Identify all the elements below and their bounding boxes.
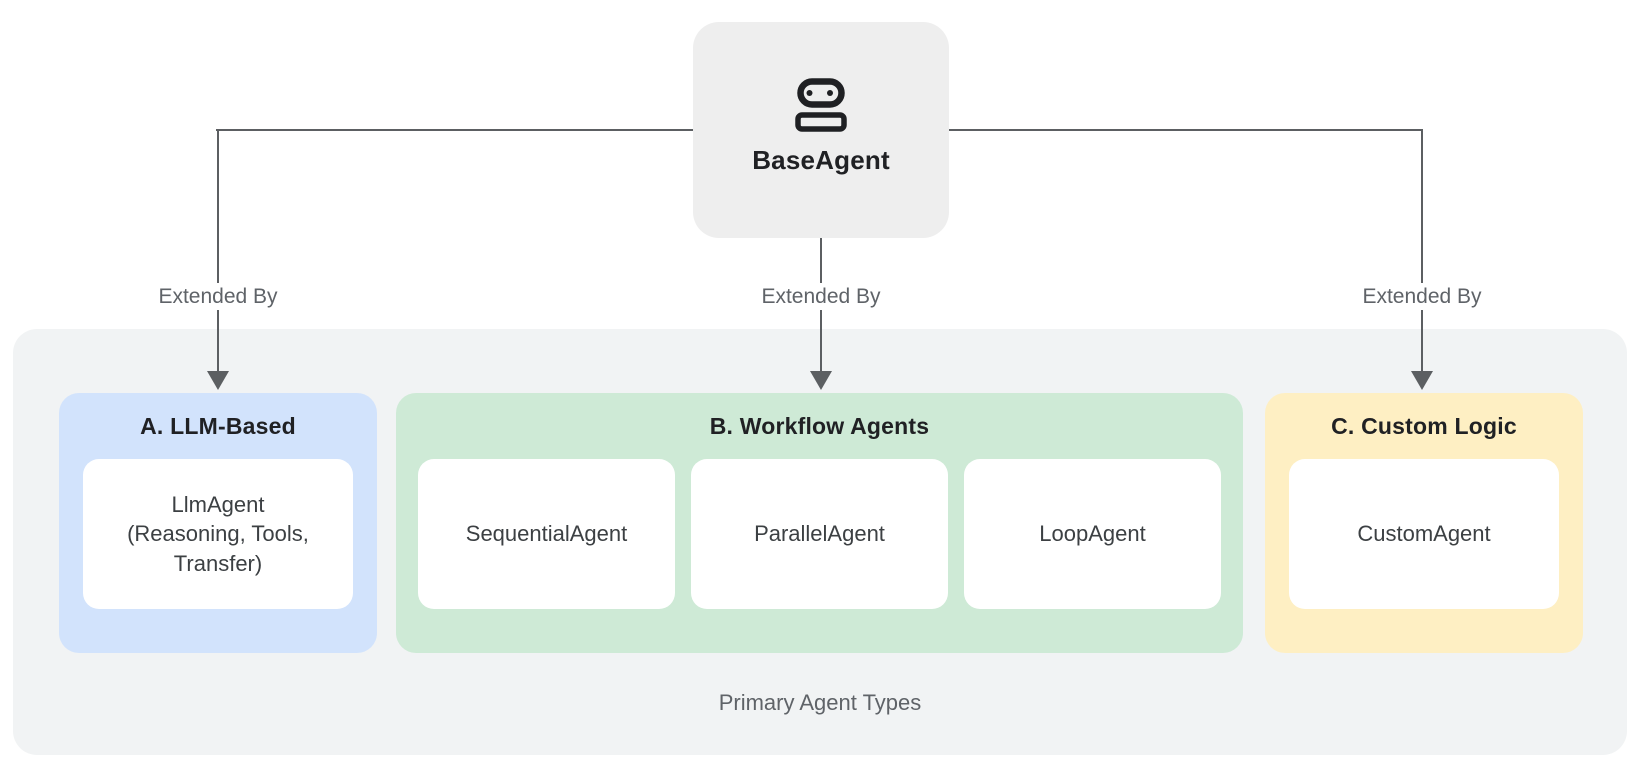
card-list: CustomAgent — [1289, 459, 1559, 609]
edge-label-extended-by-right: Extended By — [1354, 283, 1490, 310]
section-title-workflow-agents: B. Workflow Agents — [709, 413, 930, 439]
card-sequential-agent: SequentialAgent — [418, 459, 675, 609]
card-list: LlmAgent (Reasoning, Tools, Transfer) — [83, 459, 353, 609]
card-list: SequentialAgent ParallelAgent LoopAgent — [418, 459, 1221, 609]
card-llm-agent: LlmAgent (Reasoning, Tools, Transfer) — [83, 459, 353, 609]
arrowhead-middle-icon — [810, 371, 832, 390]
card-loop-agent: LoopAgent — [964, 459, 1221, 609]
card-custom-agent: CustomAgent — [1289, 459, 1559, 609]
card-label-line: Transfer) — [173, 550, 263, 576]
arrowhead-right-icon — [1411, 371, 1433, 390]
section-workflow-agents: B. Workflow Agents SequentialAgent Paral… — [396, 393, 1243, 653]
section-title-llm-based: A. LLM-Based — [140, 413, 296, 439]
arrowhead-left-icon — [207, 371, 229, 390]
panel-caption: Primary Agent Types — [718, 690, 922, 715]
card-parallel-agent: ParallelAgent — [691, 459, 948, 609]
card-label-line: (Reasoning, Tools, — [127, 521, 309, 547]
card-label-line: ParallelAgent — [754, 521, 885, 547]
section-title-custom-logic: C. Custom Logic — [1331, 413, 1517, 439]
section-llm-based: A. LLM-Based LlmAgent (Reasoning, Tools,… — [59, 393, 377, 653]
section-custom-logic: C. Custom Logic CustomAgent — [1265, 393, 1583, 653]
primary-agent-types-panel: A. LLM-Based LlmAgent (Reasoning, Tools,… — [13, 329, 1627, 755]
base-agent-label: BaseAgent — [752, 145, 890, 175]
card-label-line: LlmAgent — [171, 492, 265, 518]
card-label-line: SequentialAgent — [465, 521, 628, 547]
connector-line-right — [1421, 129, 1423, 371]
edge-label-extended-by-left: Extended By — [150, 283, 286, 310]
edge-label-extended-by-middle: Extended By — [753, 283, 889, 310]
connector-line-left — [217, 129, 219, 371]
card-label-line: LoopAgent — [1039, 521, 1146, 547]
robot-icon — [795, 78, 847, 132]
card-label-line: CustomAgent — [1357, 521, 1491, 547]
base-agent-node: BaseAgent — [693, 22, 949, 238]
